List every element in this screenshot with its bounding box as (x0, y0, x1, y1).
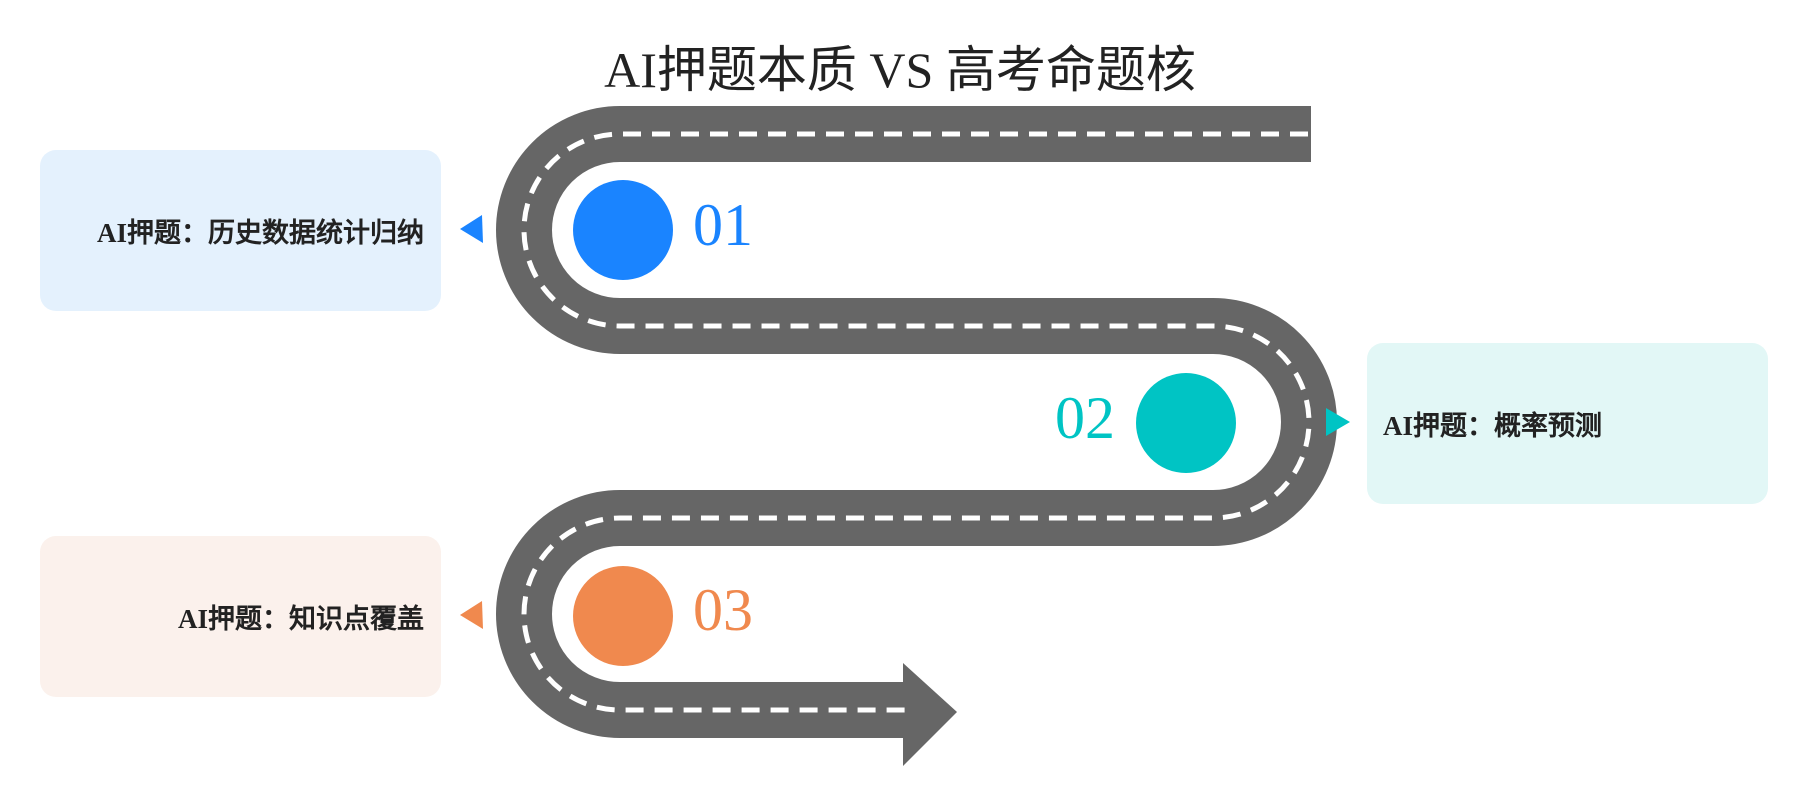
step-2-pointer-icon (1326, 408, 1350, 436)
step-2-card: AI押题：概率预测 (1367, 343, 1768, 504)
winding-road (496, 106, 1337, 738)
step-1-pointer-icon (460, 215, 483, 243)
step-3-circle (573, 566, 673, 666)
step-3-number: 03 (693, 577, 753, 643)
step-3-label: AI押题：知识点覆盖 (177, 604, 424, 634)
step-1-card: AI押题：历史数据统计归纳 (40, 150, 441, 311)
step-2-number: 02 (1055, 385, 1115, 451)
step-2-label: AI押题：概率预测 (1383, 411, 1603, 441)
step-2-circle (1136, 373, 1236, 473)
step-1-number: 01 (693, 192, 753, 258)
step-3-pointer-icon (460, 601, 483, 629)
diagram-title: AI押题本质 VS 高考命题核 (604, 42, 1196, 98)
road-arrow-head (903, 663, 957, 766)
step-3-card: AI押题：知识点覆盖 (40, 536, 441, 697)
step-1-circle (573, 180, 673, 280)
step-1-label: AI押题：历史数据统计归纳 (96, 218, 424, 248)
